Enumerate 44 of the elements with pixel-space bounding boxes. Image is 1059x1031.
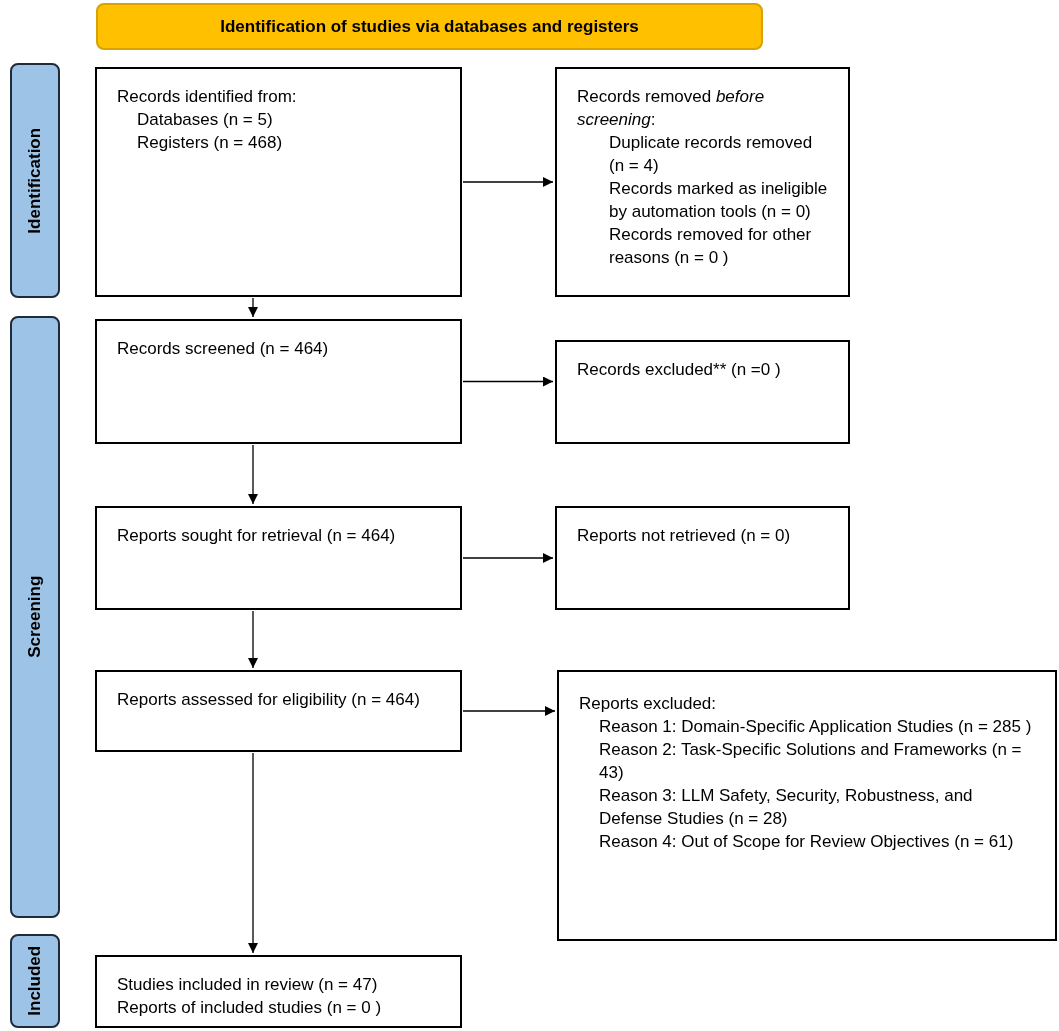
box-text: Reports sought for retrieval (n = 464) <box>117 525 397 547</box>
box-text: Reason 3: LLM Safety, Security, Robustness, and Defense Studies (n = 28) <box>598 785 974 830</box>
process-box <box>555 340 850 444</box>
box-text: Databases (n = 5) <box>136 109 274 131</box>
process-box <box>95 319 462 444</box>
process-box <box>555 506 850 610</box>
box-text: Records excluded** (n =0 ) <box>577 359 782 381</box>
phase-band <box>10 63 60 298</box>
box-text: Records identified from: <box>117 86 298 108</box>
phase-label: Identification <box>24 127 46 234</box>
phase-label: Screening <box>24 575 46 659</box>
process-box <box>555 67 850 297</box>
process-box <box>95 955 462 1028</box>
box-text: Reason 2: Task-Specific Solutions and Frameworks (n = 43) <box>598 739 1023 784</box>
arrow <box>462 553 554 563</box>
box-text: Records removed before screening: <box>577 86 766 131</box>
box-text: Studies included in review (n = 47) <box>117 974 379 996</box>
arrow <box>462 177 554 187</box>
arrow <box>248 752 258 954</box>
arrow <box>462 706 556 716</box>
process-box <box>95 506 462 610</box>
box-text: Records screened (n = 464) <box>117 338 330 360</box>
header-text: Identification of studies via databases and registers <box>220 15 639 38</box>
box-text: Records marked as ineligible by automation tools (n = 0) <box>608 178 828 223</box>
phase-band <box>10 934 60 1028</box>
box-text: Reports not retrieved (n = 0) <box>577 525 792 547</box>
box-text: Registers (n = 468) <box>136 132 284 154</box>
arrow <box>462 376 554 387</box>
phase-band <box>10 316 60 918</box>
process-box <box>557 670 1057 941</box>
arrow <box>248 444 258 505</box>
box-text: Records removed for other reasons (n = 0 ) <box>608 224 813 269</box>
phase-label: Included <box>24 946 46 1016</box>
box-text: Reports excluded: <box>579 693 718 715</box>
box-text: Duplicate records removed (n = 4) <box>608 132 814 177</box>
box-text: Reason 4: Out of Scope for Review Objectives (n = 61) <box>598 831 1015 853</box>
process-box <box>95 67 462 297</box>
box-text: Reports assessed for eligibility (n = 464) <box>117 689 421 711</box>
process-box <box>95 670 462 752</box>
box-text: Reason 1: Domain-Specific Application Studies (n = 285 ) <box>598 716 1033 738</box>
section-header <box>96 3 763 50</box>
box-text: Reports of included studies (n = 0 ) <box>117 997 383 1019</box>
arrow <box>248 610 258 669</box>
arrow <box>248 297 258 318</box>
